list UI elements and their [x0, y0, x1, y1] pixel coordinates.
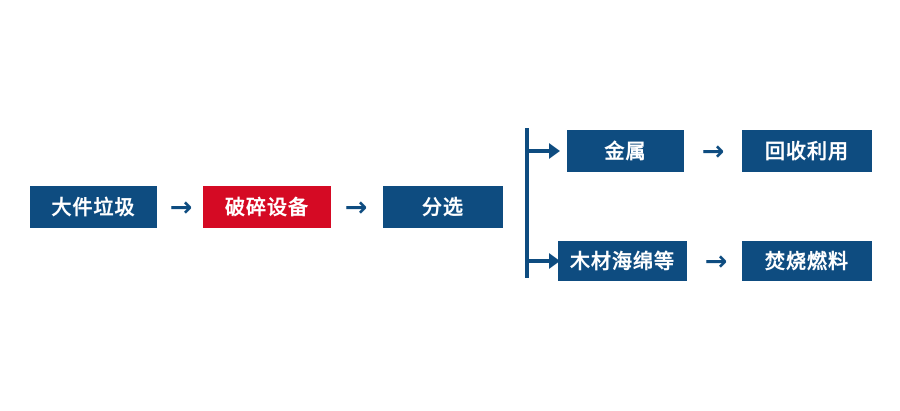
node-sorting[interactable]: 分选	[383, 186, 503, 228]
branch-stub-top	[529, 149, 551, 153]
arrow-right-icon-3: →	[701, 135, 725, 167]
arrow-right-icon-1: →	[169, 191, 193, 223]
node-metal[interactable]: 金属	[567, 130, 684, 172]
node-incineration-fuel[interactable]: 焚烧燃料	[742, 241, 872, 281]
branch-arrowhead-top-icon	[549, 143, 560, 159]
node-bulky-waste[interactable]: 大件垃圾	[30, 186, 157, 228]
node-wood-sponge[interactable]: 木材海绵等	[558, 241, 687, 281]
node-crushing-equipment[interactable]: 破碎设备	[203, 186, 331, 228]
arrow-right-icon-2: →	[344, 191, 368, 223]
branch-vertical-rail	[525, 128, 529, 278]
arrow-right-icon-4: →	[704, 245, 728, 277]
branch-arrowhead-bottom-icon	[549, 253, 560, 269]
node-recycling[interactable]: 回收利用	[742, 130, 872, 172]
branch-stub-bottom	[529, 259, 551, 263]
